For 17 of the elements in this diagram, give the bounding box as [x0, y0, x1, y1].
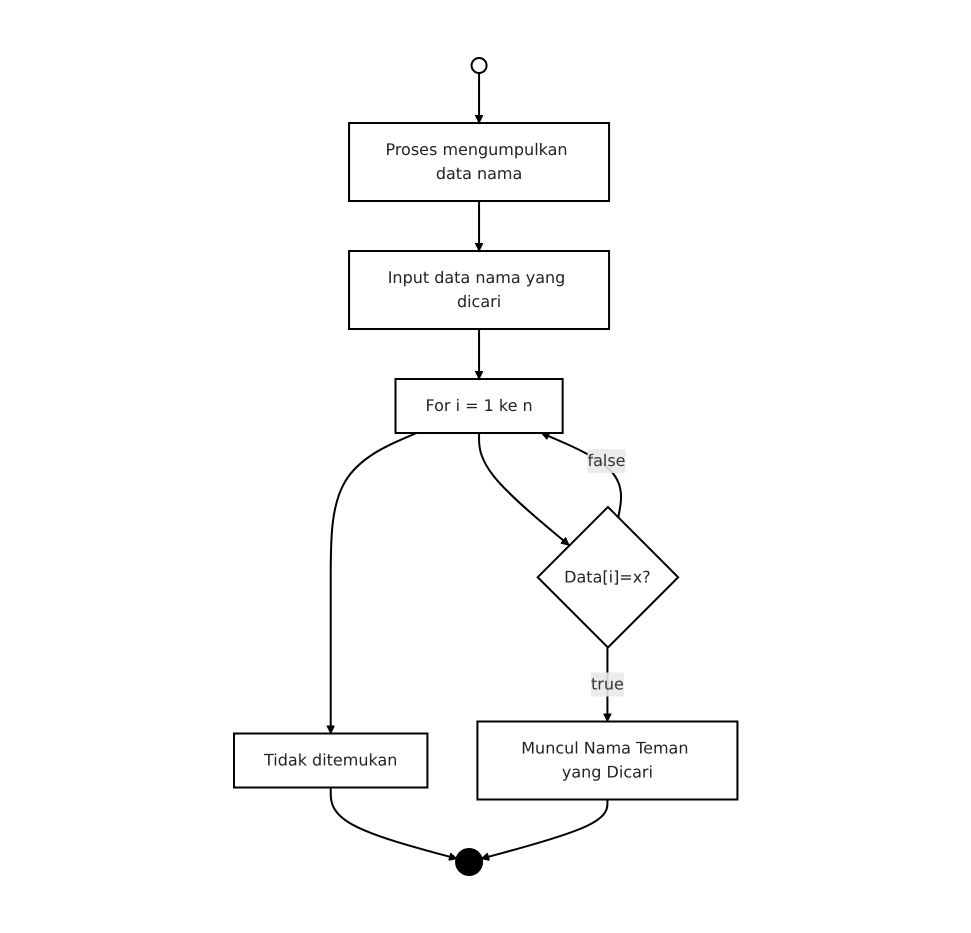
node-box: Tidak ditemukan	[232, 732, 428, 789]
node-box: Muncul Nama Teman yang Dicari	[476, 720, 738, 801]
node-box: For i = 1 ke n	[394, 378, 564, 434]
node-circle	[470, 57, 488, 74]
node-diamond: Data[i]=x?	[536, 506, 680, 650]
edge-label: true	[590, 674, 624, 694]
node-circle	[454, 848, 483, 876]
node-box: Proses mengumpulkan data nama	[348, 122, 610, 202]
arrow	[474, 73, 484, 124]
arrow	[480, 800, 608, 862]
arrow	[474, 329, 484, 380]
arrow	[474, 201, 484, 252]
edge-label: false	[587, 451, 626, 470]
arrow	[326, 432, 417, 734]
node-box: Input data nama yang dicari	[348, 250, 610, 330]
arrow	[330, 788, 458, 862]
arrow	[478, 433, 570, 546]
